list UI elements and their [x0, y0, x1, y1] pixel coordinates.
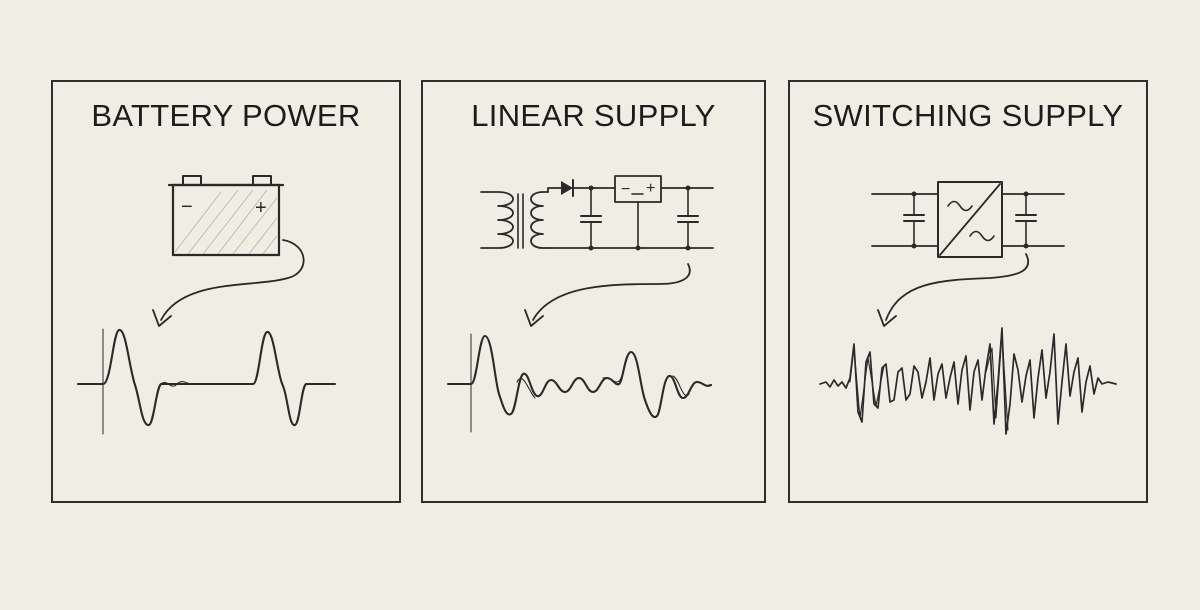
regulator-plus-sign: + [646, 180, 655, 197]
dc-dc-converter-circuit-icon [871, 181, 1065, 258]
battery-waveform-plot [76, 328, 337, 435]
battery-output-arrow [152, 239, 305, 327]
linear-waveform-plot [446, 333, 713, 433]
linear-regulator-circuit-icon: − + [480, 175, 714, 251]
panel-title-linear: LINEAR SUPPLY [471, 98, 716, 133]
battery-icon: − + [167, 175, 285, 257]
switching-supply-panel: SWITCHING SUPPLY [788, 80, 1148, 503]
regulator-minus-sign: − [621, 181, 630, 198]
linear-supply-panel: LINEAR SUPPLY [421, 80, 766, 503]
battery-minus-sign: − [181, 196, 193, 218]
linear-output-arrow [524, 263, 691, 327]
battery-power-panel: BATTERY POWER − + [51, 80, 401, 503]
battery-plus-sign: + [255, 197, 267, 219]
switching-waveform-plot [819, 327, 1117, 435]
panel-title-battery: BATTERY POWER [91, 98, 361, 133]
switching-output-arrow [877, 253, 1029, 327]
panel-title-switching: SWITCHING SUPPLY [812, 98, 1124, 133]
